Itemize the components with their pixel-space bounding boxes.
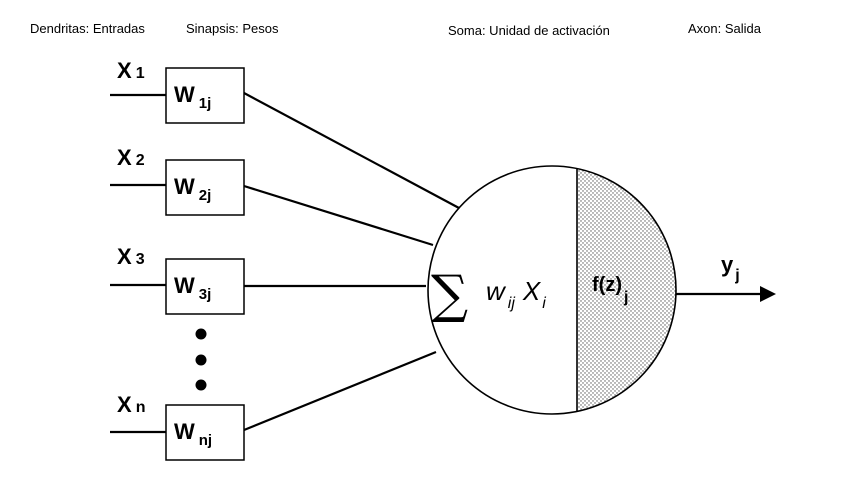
- weight-w1j-box: [165, 67, 245, 124]
- weight-w2j-box: [165, 159, 245, 216]
- synapse-connection-1: [243, 92, 460, 209]
- weight-wnj-box: [165, 404, 245, 461]
- activation-function-label: f(z)j: [592, 274, 628, 306]
- ellipsis-dots: [195, 328, 207, 391]
- synapse-connection-n: [243, 350, 437, 432]
- header-axon-label: Axon: Salida: [688, 21, 762, 36]
- ellipsis-dot-3: [195, 379, 207, 391]
- header-soma-label: Soma: Unidad de activación: [448, 23, 610, 38]
- soma-dotted-half: [577, 168, 676, 412]
- summation-sigma-icon: ∑: [431, 265, 468, 325]
- soma-circle: [427, 165, 677, 415]
- header-dendrites-label: Dendritas: Entradas: [30, 21, 145, 36]
- arrow-head-icon: [760, 286, 776, 302]
- ellipsis-dot-2: [195, 354, 207, 366]
- header-synapses-label: Sinapsis: Pesos: [186, 21, 279, 36]
- ellipsis-dot-1: [195, 328, 207, 340]
- synapse-connection-2: [243, 184, 434, 247]
